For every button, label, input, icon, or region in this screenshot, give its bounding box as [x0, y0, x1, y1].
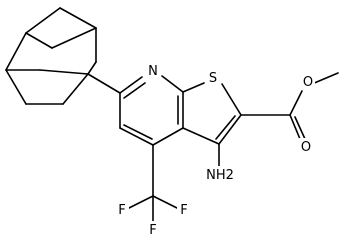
svg-text:O: O — [303, 75, 313, 90]
thiophene-ring — [182, 82, 242, 145]
adamantyl-ring-bond — [87, 73, 121, 94]
svg-text:F: F — [180, 203, 187, 218]
svg-text:S: S — [209, 71, 217, 86]
adamantyl-group — [5, 7, 97, 105]
svg-text:NH2: NH2 — [206, 168, 234, 183]
atom-label-F2: F — [177, 201, 191, 218]
trifluoromethyl-group — [128, 144, 178, 222]
atom-label-NH2: NH2 — [203, 166, 239, 183]
atom-label-F1: F — [115, 201, 129, 218]
pyridine-ring — [119, 75, 184, 146]
atom-label-F3: F — [146, 221, 160, 238]
svg-text:O: O — [301, 140, 311, 155]
svg-text:N: N — [148, 64, 158, 79]
atom-label-O-ester: O — [301, 73, 315, 90]
atom-label-N: N — [145, 62, 161, 79]
methyl-ester-group — [240, 72, 339, 140]
atom-label-S: S — [205, 69, 221, 86]
atom-label-O-carbonyl: O — [299, 138, 313, 155]
svg-text:F: F — [118, 203, 125, 218]
svg-text:F: F — [149, 223, 156, 238]
